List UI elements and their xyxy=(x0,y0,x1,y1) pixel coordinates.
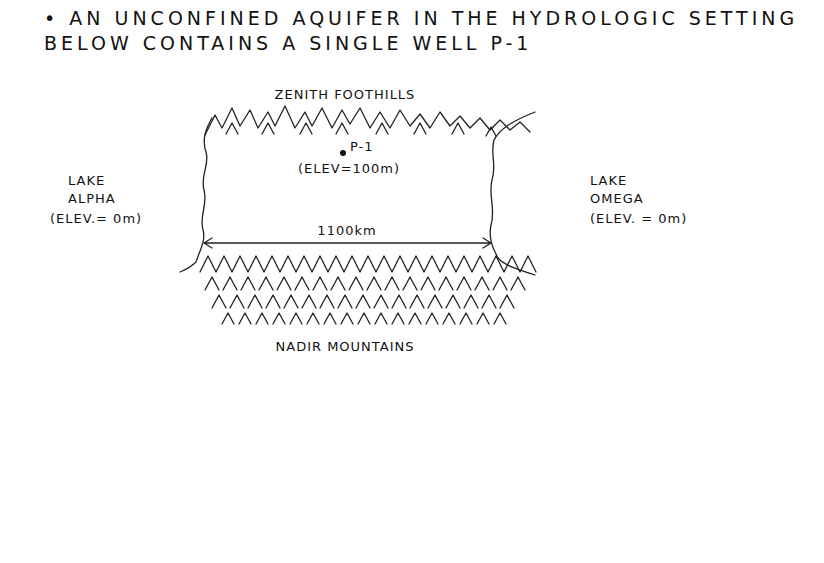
elevation-label: (ELEV. = 0m) xyxy=(590,210,687,228)
left-shore xyxy=(180,118,212,272)
lake-label: LAKE OMEGA xyxy=(590,172,644,208)
foothills xyxy=(205,106,530,135)
dimension-line xyxy=(204,238,491,248)
mountains-row xyxy=(212,295,514,308)
lake-label: LAKE ALPHA xyxy=(68,172,116,208)
mountains-row xyxy=(222,313,506,324)
right-shore xyxy=(490,112,535,275)
title: • AN UNCONFINED AQUIFER IN THE HYDROLOGI… xyxy=(44,6,814,56)
region-label: NADIR MOUNTAINS xyxy=(276,338,415,356)
mountains xyxy=(200,256,536,272)
mountains-row xyxy=(205,277,525,290)
dimension-label: 1100km xyxy=(317,222,376,240)
well-dot xyxy=(340,150,346,156)
well-label: P-1 xyxy=(350,138,374,156)
elevation-label: (ELEV.= 0m) xyxy=(50,210,142,228)
elevation-label: (ELEV=100m) xyxy=(298,160,400,178)
region-label: ZENITH FOOTHILLS xyxy=(275,86,416,104)
foothills-detail xyxy=(226,123,496,136)
